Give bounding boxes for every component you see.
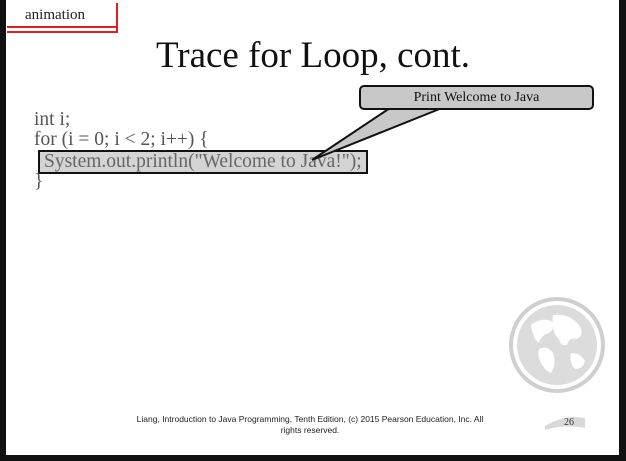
slide-title: Trace for Loop, cont. xyxy=(155,35,471,76)
footer-line-1: Liang, Introduction to Java Programming,… xyxy=(136,414,484,424)
animation-tag-label: animation xyxy=(25,7,85,23)
animation-tag-underline xyxy=(7,26,118,28)
code-line-2: for (i = 0; i < 2; i++) { xyxy=(34,129,209,150)
page-number: 26 xyxy=(564,417,574,428)
frame-left xyxy=(0,0,6,461)
callout-text: Print Welcome to Java xyxy=(413,89,540,105)
code-line-4: } xyxy=(34,171,44,192)
footer-line-2: rights reserved. xyxy=(280,425,340,435)
animation-tag-frame xyxy=(7,3,118,33)
globe-logo-icon xyxy=(509,297,605,393)
code-line-3-highlighted: System.out.println("Welcome to Java!"); xyxy=(38,150,368,174)
code-line-1: int i; xyxy=(34,109,71,130)
footer-copyright: Liang, Introduction to Java Programming,… xyxy=(125,414,495,436)
page-number-swoosh xyxy=(545,417,585,430)
frame-bottom xyxy=(0,455,626,461)
frame-right xyxy=(619,0,626,461)
callout-box: Print Welcome to Java xyxy=(359,85,594,110)
